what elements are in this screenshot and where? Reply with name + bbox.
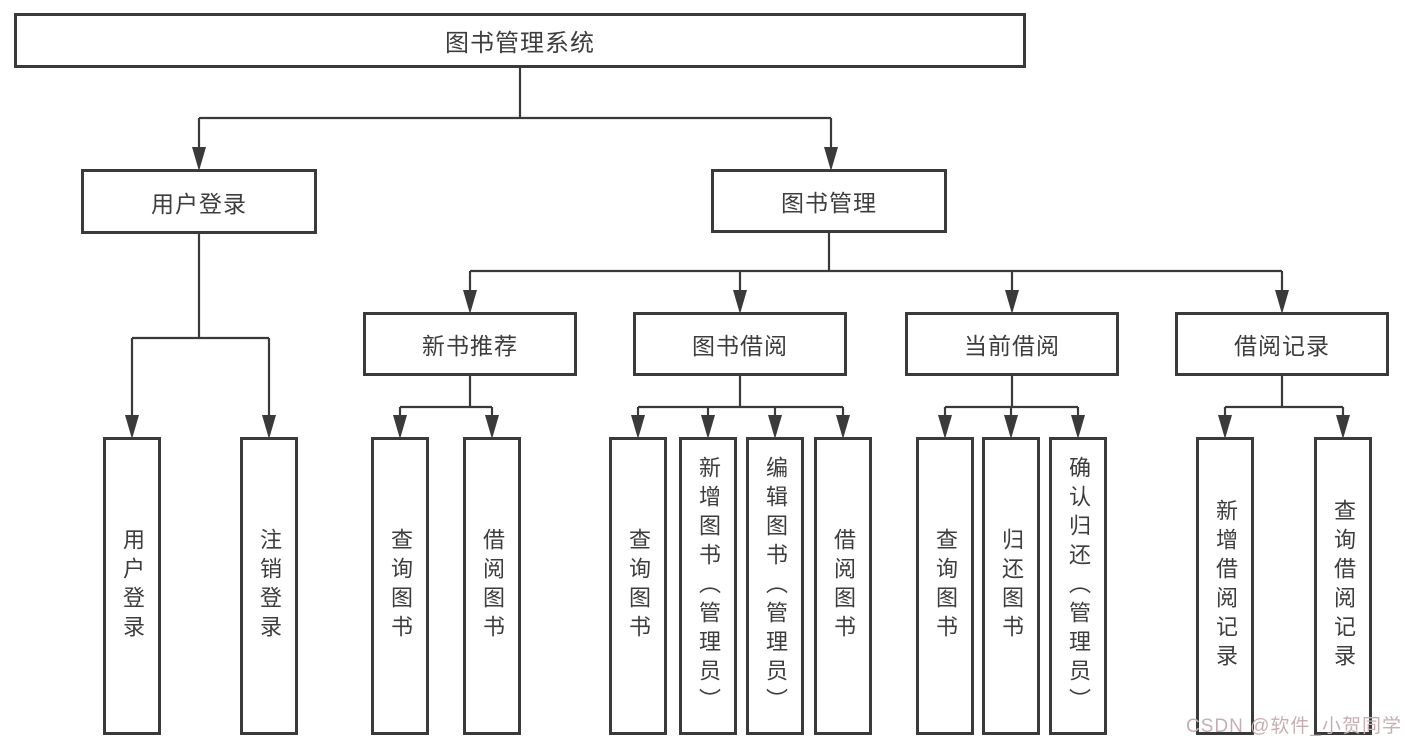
leaf-return-book: 归还图书 [982, 437, 1040, 735]
node-label: 图书管理系统 [445, 30, 595, 57]
leaf-label: 确认归还（管理员） [1066, 455, 1091, 717]
leaf-query-borrow-record: 查询借阅记录 [1314, 437, 1372, 735]
leaf-label: 编辑图书（管理员） [763, 455, 788, 717]
connector-lines [130, 68, 1345, 420]
leaf-borrow-books-2: 借阅图书 [814, 437, 872, 735]
leaf-label: 新增图书（管理员） [696, 455, 721, 717]
leaf-label: 查询图书 [626, 528, 651, 644]
node-label: 图书借阅 [692, 333, 788, 359]
node-label: 借阅记录 [1234, 333, 1330, 359]
node-current-borrowing: 当前借阅 [905, 312, 1119, 376]
node-book-borrowing: 图书借阅 [633, 312, 847, 376]
node-library-management-system: 图书管理系统 [14, 13, 1026, 68]
leaf-add-borrow-record: 新增借阅记录 [1196, 437, 1254, 735]
leaf-logout: 注销登录 [240, 437, 298, 735]
node-user-login: 用户登录 [81, 169, 317, 234]
node-borrowing-records: 借阅记录 [1175, 312, 1389, 376]
node-label: 新书推荐 [422, 333, 518, 359]
csdn-watermark: CSDN @软件_小贺同学 [1186, 716, 1402, 737]
leaf-label: 查询借阅记录 [1331, 499, 1356, 673]
leaf-label: 查询图书 [933, 528, 958, 644]
leaf-label: 借阅图书 [831, 528, 856, 644]
leaf-edit-book-admin: 编辑图书（管理员） [746, 437, 804, 735]
leaf-label: 新增借阅记录 [1213, 499, 1238, 673]
leaf-label: 查询图书 [388, 528, 413, 644]
node-label: 当前借阅 [964, 333, 1060, 359]
leaf-query-books-3: 查询图书 [916, 437, 974, 735]
node-book-management: 图书管理 [711, 169, 947, 233]
leaf-confirm-return-admin: 确认归还（管理员） [1049, 437, 1107, 735]
leaf-query-books-2: 查询图书 [609, 437, 667, 735]
leaf-borrow-books-1: 借阅图书 [463, 437, 521, 735]
node-label: 图书管理 [781, 190, 877, 216]
connector-arrowheads [125, 147, 1350, 439]
leaf-label: 用户登录 [120, 528, 145, 644]
leaf-user-login: 用户登录 [103, 437, 161, 735]
leaf-label: 归还图书 [999, 528, 1024, 644]
leaf-add-book-admin: 新增图书（管理员） [679, 437, 737, 735]
leaf-label: 注销登录 [257, 528, 282, 644]
leaf-label: 借阅图书 [480, 528, 505, 644]
node-label: 用户登录 [151, 190, 247, 217]
leaf-query-books-1: 查询图书 [371, 437, 429, 735]
node-new-book-recommend: 新书推荐 [363, 312, 577, 376]
